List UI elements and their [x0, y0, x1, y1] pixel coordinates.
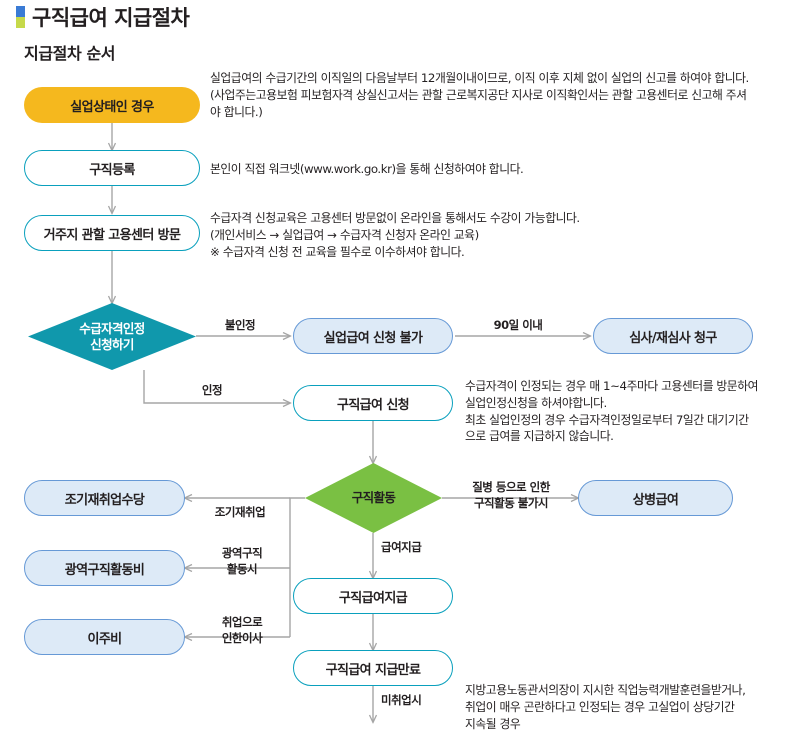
section-subtitle: 지급절차 순서 [24, 40, 115, 64]
page-title-row: 구직급여 지급절차 [16, 2, 189, 32]
desc-benefit-apply-line4: 으로 급여를 지급하지 않습니다. [465, 428, 810, 445]
desc-start: 실업급여의 수급기간의 이직일의 다음날부터 12개월이내이므로, 이직 이후 … [210, 70, 805, 120]
node-benefit-apply[interactable]: 구직급여 신청 [293, 385, 453, 421]
desc-benefit-expiry-line3: 지속될 경우 [465, 716, 810, 732]
desc-center-line3: ※ 수급자격 신청 전 교육을 필수로 이수하셔야 합니다. [210, 244, 805, 261]
desc-start-line1: 실업급여의 수급기간의 이직일의 다음날부터 12개월이내이므로, 이직 이후 … [210, 70, 805, 87]
node-apply-denied[interactable]: 실업급여 신청 불가 [293, 318, 453, 354]
desc-center-line2: (개인서비스 → 실업급여 → 수급자격 신청자 온라인 교육) [210, 227, 805, 244]
edge-label-moving: 취업으로 인한이사 [200, 615, 284, 646]
node-early-reemployment-allowance[interactable]: 조기재취업수당 [24, 480, 185, 516]
edge-label-wide-area: 광역구직 활동시 [200, 546, 284, 577]
desc-benefit-expiry-line2: 취업이 매우 곤란하다고 인정되는 경우 고실업이 상당기간 [465, 699, 810, 716]
desc-benefit-apply-line3: 최초 실업인정의 경우 수급자격인정일로부터 7일간 대기기간 [465, 412, 810, 429]
desc-benefit-expiry-line1: 지방고용노동관서의장이 지시한 직업능력개발훈련을받거나, [465, 682, 810, 699]
desc-jobseek-register-line1: 본인이 직접 워크넷(www.work.go.kr)을 통해 신청하여야 합니다… [210, 161, 805, 178]
edge-label-denied: 불인정 [209, 318, 271, 334]
edge-label-sickness-line1: 질병 등으로 인한 [472, 480, 550, 494]
edge-label-moving-line1: 취업으로 [222, 615, 262, 629]
desc-benefit-expiry: 지방고용노동관서의장이 지시한 직업능력개발훈련을받거나, 취업이 매우 곤란하… [465, 682, 810, 732]
edge-label-pay-benefit: 급여지급 [381, 540, 453, 556]
node-job-activity[interactable]: 구직활동 [305, 463, 442, 533]
node-benefit-payment[interactable]: 구직급여지급 [293, 578, 453, 614]
edge-label-wide-area-line1: 광역구직 [222, 546, 262, 560]
eligibility-apply-line2: 신청하기 [90, 337, 134, 352]
desc-employment-center-visit: 수급자격 신청교육은 고용센터 방문없이 온라인을 통해서도 수강이 가능합니다… [210, 210, 805, 260]
edge-label-within-90-days: 90일 이내 [478, 318, 558, 334]
eligibility-apply-line1: 수급자격인정 [79, 321, 144, 336]
desc-benefit-apply-line2: 실업인정신청을 하셔야합니다. [465, 395, 810, 412]
desc-benefit-apply: 수급자격이 인정되는 경우 매 1~4주마다 고용센터를 방문하여 실업인정신청… [465, 378, 810, 445]
title-marker-icon [16, 6, 25, 28]
desc-start-line2: (사업주는고용보험 피보험자격 상실신고서는 관할 근로복지공단 지사로 이직확… [210, 87, 805, 104]
node-moving-expense[interactable]: 이주비 [24, 619, 185, 655]
node-review-request[interactable]: 심사/재심사 청구 [593, 318, 753, 354]
edge-label-sickness: 질병 등으로 인한 구직활동 불가시 [452, 480, 570, 511]
edge-label-sickness-line2: 구직활동 불가시 [474, 496, 548, 510]
desc-center-line1: 수급자격 신청교육은 고용센터 방문없이 온라인을 통해서도 수강이 가능합니다… [210, 210, 805, 227]
node-benefit-expiry[interactable]: 구직급여 지급만료 [293, 650, 453, 686]
desc-jobseek-register: 본인이 직접 워크넷(www.work.go.kr)을 통해 신청하여야 합니다… [210, 161, 805, 178]
desc-start-line3: 야 합니다.) [210, 104, 805, 121]
page-title: 구직급여 지급절차 [32, 2, 189, 32]
edge-label-approved: 인정 [181, 383, 243, 399]
node-jobseek-register[interactable]: 구직등록 [24, 150, 200, 186]
job-activity-label: 구직활동 [352, 490, 396, 506]
node-start[interactable]: 실업상태인 경우 [24, 87, 200, 123]
edge-label-wide-area-line2: 활동시 [227, 562, 257, 576]
edge-label-moving-line2: 인한이사 [222, 631, 262, 645]
node-wide-area-job-allowance[interactable]: 광역구직활동비 [24, 550, 185, 586]
node-eligibility-apply[interactable]: 수급자격인정 신청하기 [28, 303, 196, 370]
node-sickness-benefit[interactable]: 상병급여 [578, 480, 733, 516]
desc-benefit-apply-line1: 수급자격이 인정되는 경우 매 1~4주마다 고용센터를 방문하여 [465, 378, 810, 395]
node-employment-center-visit[interactable]: 거주지 관할 고용센터 방문 [24, 215, 200, 251]
edge-label-early-reemployment: 조기재취업 [196, 505, 284, 521]
edge-label-unemployed: 미취업시 [381, 693, 453, 709]
